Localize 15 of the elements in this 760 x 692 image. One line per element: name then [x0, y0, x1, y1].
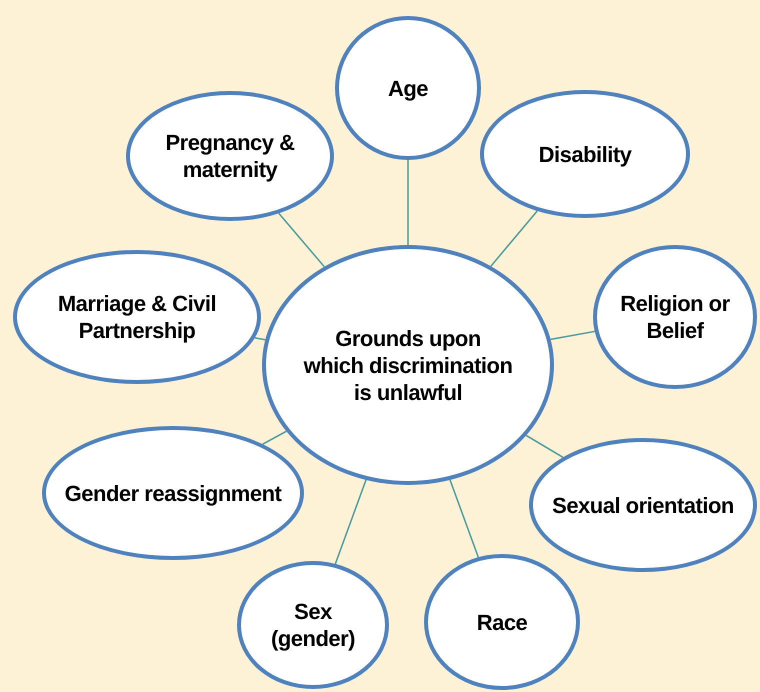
topic-label: Age	[388, 74, 428, 102]
connector-line	[550, 330, 595, 340]
topic-label: Pregnancy & maternity	[164, 129, 296, 183]
topic-label: Sexual orientation	[552, 492, 734, 518]
topic-label: Grounds upon which discrimination is unlawful	[303, 324, 513, 406]
topic-label: Race	[476, 608, 528, 636]
connector-line	[407, 160, 409, 245]
connector-line	[262, 430, 287, 445]
connector-line	[278, 212, 325, 268]
topic-label: Gender reassignment	[64, 480, 282, 506]
connector-line	[490, 210, 538, 267]
topic-label: Sex (gender)	[270, 598, 356, 652]
topic-label: Religion or Belief	[619, 290, 731, 344]
topic-label: Marriage & Civil Partnership	[56, 290, 218, 344]
topic-label: Disability	[538, 140, 632, 168]
